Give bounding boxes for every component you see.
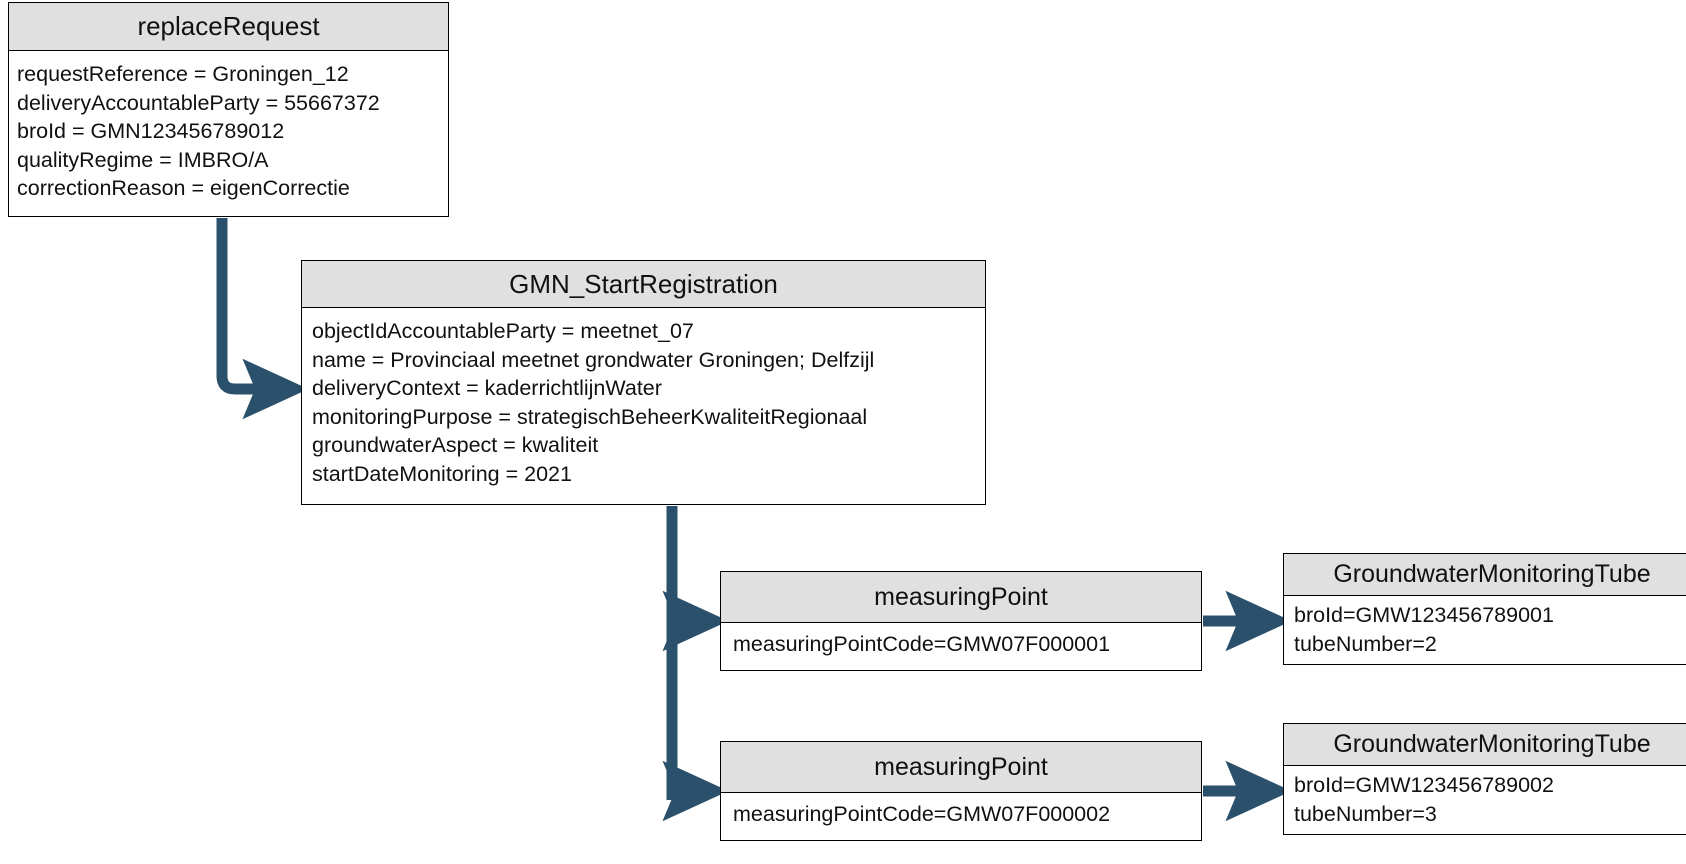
attribute-row: deliveryAccountableParty = 55667372 bbox=[17, 90, 380, 115]
attribute-row: tubeNumber=2 bbox=[1294, 632, 1437, 656]
attribute-row: correctionReason = eigenCorrectie bbox=[17, 176, 350, 200]
node-gmn-start-registration-body: objectIdAccountableParty = meetnet_07 na… bbox=[302, 308, 985, 494]
attribute-row: monitoringPurpose = strategischBeheerKwa… bbox=[312, 404, 868, 429]
attribute-row: measuringPointCode=GMW07F000002 bbox=[733, 802, 1111, 826]
node-replace-request-title: replaceRequest bbox=[9, 3, 448, 51]
attribute-row: broId=GMW123456789002 bbox=[1294, 773, 1554, 797]
node-groundwater-monitoring-tube-2-title: GroundwaterMonitoringTube bbox=[1284, 724, 1686, 766]
node-groundwater-monitoring-tube-1-body: broId=GMW123456789001 tubeNumber=2 bbox=[1284, 596, 1686, 663]
attribute-row: groundwaterAspect = kwaliteit bbox=[312, 433, 599, 457]
node-measuring-point-2: measuringPoint measuringPointCode=GMW07F… bbox=[720, 741, 1202, 841]
node-replace-request-body: requestReference = Groningen_12 delivery… bbox=[9, 51, 448, 209]
node-groundwater-monitoring-tube-2: GroundwaterMonitoringTube broId=GMW12345… bbox=[1283, 723, 1686, 835]
attribute-row: requestReference = Groningen_12 bbox=[17, 62, 349, 86]
attribute-row: deliveryContext = kaderrichtlijnWater bbox=[312, 376, 662, 400]
connector-gmn-to-measuringpoint-2 bbox=[662, 760, 729, 822]
attribute-row: objectIdAccountableParty = meetnet_07 bbox=[312, 319, 694, 343]
attribute-row: broId = GMN123456789012 bbox=[17, 119, 285, 143]
node-measuring-point-1-title: measuringPoint bbox=[721, 572, 1201, 623]
attribute-row: qualityRegime = IMBRO/A bbox=[17, 147, 269, 172]
attribute-row: name = Provinciaal meetnet grondwater Gr… bbox=[312, 347, 875, 372]
node-gmn-start-registration: GMN_StartRegistration objectIdAccountabl… bbox=[301, 260, 986, 505]
node-groundwater-monitoring-tube-2-body: broId=GMW123456789002 tubeNumber=3 bbox=[1284, 766, 1686, 833]
node-groundwater-monitoring-tube-1: GroundwaterMonitoringTube broId=GMW12345… bbox=[1283, 553, 1686, 665]
connector-replacerequest-to-gmn bbox=[216, 218, 309, 420]
attribute-row: measuringPointCode=GMW07F000001 bbox=[733, 632, 1111, 656]
node-groundwater-monitoring-tube-1-title: GroundwaterMonitoringTube bbox=[1284, 554, 1686, 596]
connector-gmn-to-measuringpoint-1 bbox=[662, 590, 729, 652]
attribute-row: broId=GMW123456789001 bbox=[1294, 603, 1554, 627]
attribute-row: startDateMonitoring = 2021 bbox=[312, 461, 572, 486]
attribute-row: tubeNumber=3 bbox=[1294, 802, 1437, 826]
node-measuring-point-2-body: measuringPointCode=GMW07F000002 bbox=[721, 793, 1201, 833]
node-replace-request: replaceRequest requestReference = Gronin… bbox=[8, 2, 449, 217]
node-measuring-point-1: measuringPoint measuringPointCode=GMW07F… bbox=[720, 571, 1202, 671]
node-measuring-point-2-title: measuringPoint bbox=[721, 742, 1201, 793]
node-measuring-point-1-body: measuringPointCode=GMW07F000001 bbox=[721, 623, 1201, 663]
node-gmn-start-registration-title: GMN_StartRegistration bbox=[302, 261, 985, 308]
